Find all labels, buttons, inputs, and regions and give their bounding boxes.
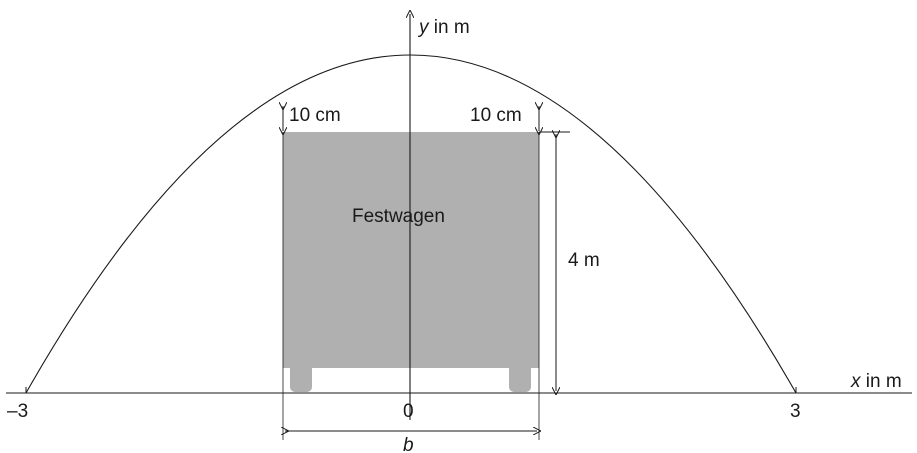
y-axis-label: y in m (417, 17, 470, 38)
tick-label-left: –3 (7, 401, 28, 422)
tick-label-origin: 0 (403, 401, 414, 422)
gap-right-label: 10 cm (470, 105, 522, 126)
height-label: 4 m (568, 250, 600, 271)
gap-left-label: 10 cm (289, 105, 341, 126)
wagon-label: Festwagen (352, 206, 445, 227)
left-wheel (290, 360, 312, 392)
width-label: b (403, 435, 414, 453)
festwagen-body (283, 132, 539, 368)
tick-label-right: 3 (790, 401, 801, 422)
right-wheel (509, 360, 531, 392)
x-axis-label: x in m (850, 371, 902, 392)
